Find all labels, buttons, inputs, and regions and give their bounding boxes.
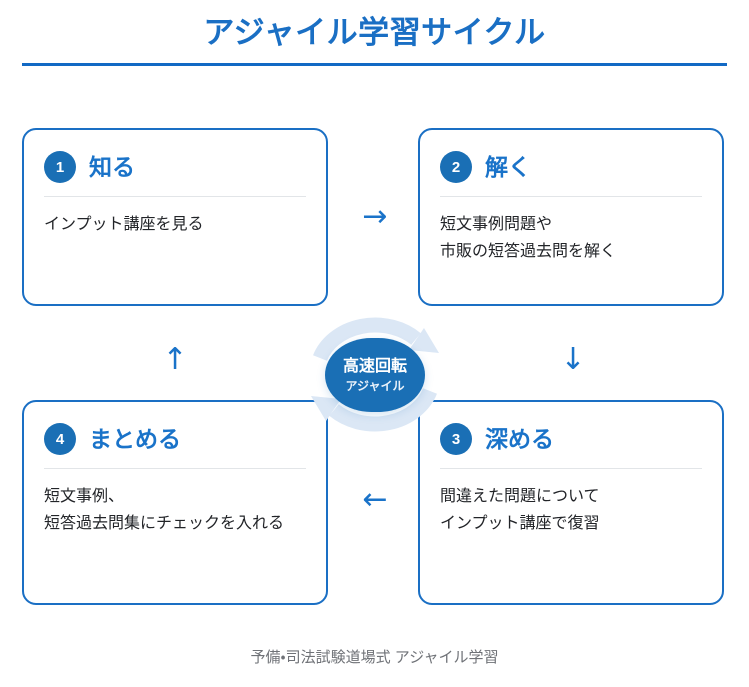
card-body-line: 間違えた問題について (440, 488, 600, 505)
cycle-card-step-1[interactable]: 1 知る インプット講座を見る (22, 128, 328, 306)
card-body-1: インプット講座を見る (44, 211, 306, 238)
circular-rotation-arrows-icon (311, 317, 439, 432)
card-title-2: 解く (485, 154, 531, 180)
card-divider-1 (44, 196, 306, 197)
card-title-1: 知る (89, 154, 135, 180)
cycle-card-step-4[interactable]: 4 まとめる 短文事例、 短答過去問集にチェックを入れる (22, 400, 328, 605)
cycle-badge-pill: 高速回転 アジャイル (325, 338, 425, 412)
card-body-line: インプット講座で復習 (440, 515, 600, 532)
step-number-badge-1: 1 (44, 151, 76, 183)
step-number-badge-2: 2 (440, 151, 472, 183)
card-body-line: 短答過去問集にチェックを入れる (44, 515, 285, 532)
card-header-1: 1 知る (44, 148, 306, 186)
cycle-card-step-3[interactable]: 3 深める 間違えた問題について インプット講座で復習 (418, 400, 724, 605)
card-body-2: 短文事例問題や 市販の短答過去問を解く (440, 211, 702, 265)
card-body-line: 市販の短答過去問を解く (440, 243, 617, 260)
card-title-4: まとめる (89, 426, 181, 452)
card-divider-3 (440, 468, 702, 469)
arrow-down-icon: ↓ (560, 342, 586, 377)
arrow-left-icon: ← (362, 482, 388, 517)
card-header-4: 4 まとめる (44, 420, 306, 458)
card-title-3: 深める (485, 426, 554, 452)
footer-caption: 予備・司法試験道場式 アジャイル学習 (250, 649, 499, 666)
step-number-badge-4: 4 (44, 423, 76, 455)
card-header-3: 3 深める (440, 420, 702, 458)
cycle-card-step-2[interactable]: 2 解く 短文事例問題や 市販の短答過去問を解く (418, 128, 724, 306)
cycle-badge-sub-label: アジャイル (345, 378, 405, 393)
card-body-line: 短文事例、 (44, 488, 125, 505)
card-body-line: インプット講座を見る (44, 216, 204, 233)
cycle-badge-main-label: 高速回転 (342, 357, 407, 375)
center-cycle-badge: 高速回転 アジャイル (296, 312, 454, 437)
page-title: アジャイル学習サイクル (203, 15, 546, 50)
card-body-4: 短文事例、 短答過去問集にチェックを入れる (44, 483, 306, 537)
arrow-up-icon: ↑ (162, 342, 188, 377)
title-divider-rule (22, 63, 727, 66)
step-number-badge-3: 3 (440, 423, 472, 455)
arrow-right-icon: → (362, 199, 388, 234)
card-header-2: 2 解く (440, 148, 702, 186)
diagram-header: アジャイル学習サイクル (0, 0, 749, 78)
card-divider-4 (44, 468, 306, 469)
card-divider-2 (440, 196, 702, 197)
card-body-line: 短文事例問題や (440, 216, 553, 233)
card-body-3: 間違えた問題について インプット講座で復習 (440, 483, 702, 537)
